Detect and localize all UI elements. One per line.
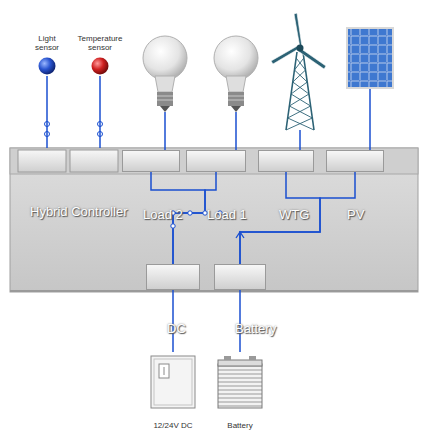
dc-supply-icon [137, 352, 209, 412]
dc-port: DC [146, 264, 200, 290]
wtg-port: WTG [258, 150, 314, 172]
temperature-sensor: Temperature sensor [68, 34, 132, 76]
sensor-slot [18, 150, 66, 172]
pv-panel [347, 28, 393, 150]
port-label: DC [167, 321, 186, 336]
battery-port: Battery [214, 264, 266, 290]
battery: Battery [212, 352, 268, 430]
port-label: PV [347, 207, 364, 222]
sensor-slot [70, 150, 118, 172]
controller-title: Hybrid Controller [30, 204, 128, 219]
pv-port: PV [326, 150, 384, 172]
controller-body [10, 148, 418, 292]
wire [240, 172, 355, 264]
port-label: WTG [279, 207, 309, 222]
load-port: Load 2 [122, 150, 180, 172]
device-label: Temperature sensor [75, 34, 125, 52]
light-sensor: Light sensor [20, 34, 74, 76]
light-bulb [143, 36, 187, 150]
port-label: Battery [235, 321, 276, 336]
device-label: Light sensor [32, 34, 62, 52]
wire [46, 76, 48, 148]
wire [99, 76, 101, 148]
port-label: Load 1 [207, 207, 247, 222]
port-label: Load 2 [143, 207, 183, 222]
sensor-contact [45, 122, 103, 137]
battery-icon [212, 352, 268, 412]
light-bulb [214, 36, 258, 150]
load-port: Load 1 [186, 150, 246, 172]
wind-turbine [271, 13, 326, 150]
hybrid-controller: Hybrid Controller Load 2 Load 1 WTG PV DC Batt… [10, 148, 418, 292]
wire [240, 172, 320, 264]
dc-supply: 12/24V DC [137, 352, 209, 430]
sensor-ball [90, 56, 110, 76]
device-label: Battery [212, 421, 268, 430]
sensor-ball [37, 56, 57, 76]
device-label: 12/24V DC [137, 421, 209, 430]
switch-arrow [236, 232, 244, 238]
